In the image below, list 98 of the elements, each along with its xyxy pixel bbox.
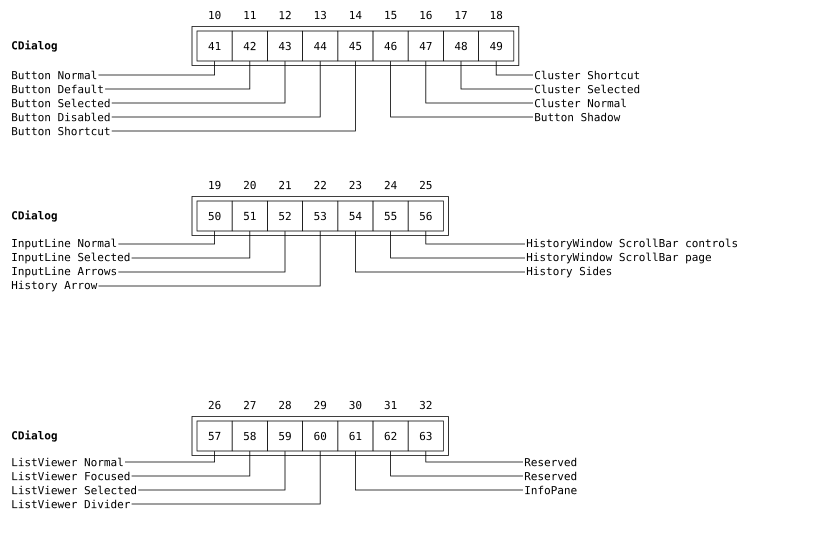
palette-cell: 57 [196, 420, 233, 452]
palette-cell: 62 [372, 420, 409, 452]
description-text: ListViewer Selected [12, 486, 136, 494]
leader-line [425, 450, 524, 462]
group-label: CDialog [12, 40, 57, 52]
cell-strip-frame [192, 196, 449, 236]
palette-cell: 54 [337, 200, 374, 232]
index-number: 18 [490, 10, 502, 20]
index-number: 10 [209, 10, 221, 20]
leader-line [98, 60, 215, 76]
description-text: Reserved [524, 458, 576, 466]
leader-line [496, 60, 534, 76]
description-text: InfoPane [525, 486, 577, 494]
index-number: 26 [208, 400, 221, 410]
palette-cell: 43 [267, 30, 303, 62]
index-number: 19 [209, 180, 220, 190]
leader-line [131, 230, 250, 258]
group-label: CDialog [12, 210, 57, 222]
palette-cell: 63 [408, 420, 444, 452]
leader-line [460, 60, 534, 90]
leader-line [355, 450, 524, 490]
leader-line [390, 60, 534, 118]
index-number: 11 [244, 11, 256, 19]
palette-cell: 60 [302, 420, 338, 452]
index-number: 17 [456, 11, 467, 19]
leader-line [390, 450, 524, 476]
palette-cell: 46 [372, 30, 409, 62]
palette-cell: 51 [232, 200, 268, 232]
leader-line [111, 60, 356, 132]
description-text: InputLine Normal [12, 238, 116, 250]
description-text: Cluster Shortcut [534, 70, 640, 80]
description-text: HistoryWindow ScrollBar controls [526, 238, 738, 250]
palette-cell: 58 [232, 420, 268, 452]
description-text: ListViewer Focused [12, 472, 130, 480]
leader-line [124, 450, 215, 462]
description-text: Button Default [12, 84, 103, 94]
index-number: 27 [244, 400, 256, 410]
leader-line [355, 230, 526, 272]
index-number: 28 [279, 400, 291, 410]
palette-cell: 49 [478, 30, 514, 62]
palette-cell: 45 [337, 30, 374, 62]
description-text: HistoryWindow ScrollBar page [526, 252, 711, 264]
leader-line [425, 230, 526, 244]
palette-cell: 52 [267, 200, 303, 232]
leader-line [131, 450, 321, 504]
palette-cell: 61 [337, 420, 374, 452]
description-text: ListViewer Normal [12, 458, 123, 466]
description-text: InputLine Arrows [12, 266, 116, 278]
leader-line [425, 60, 534, 104]
index-number: 15 [385, 10, 396, 20]
palette-cell: 47 [408, 30, 444, 62]
palette-cell: 56 [408, 200, 444, 232]
leader-line [390, 230, 526, 258]
description-text: Button Normal [12, 70, 96, 80]
description-text: ListViewer Divider [12, 500, 130, 508]
leader-line [138, 450, 286, 490]
index-number: 16 [420, 10, 432, 20]
index-number: 31 [384, 400, 396, 410]
palette-cell: 48 [443, 30, 479, 62]
leader-line [111, 60, 286, 104]
palette-cell: 53 [302, 200, 338, 232]
description-text: Button Disabled [12, 112, 110, 122]
index-number: 12 [280, 10, 291, 20]
description-text: Cluster Normal [534, 98, 626, 108]
index-number: 20 [244, 180, 256, 190]
group-label: CDialog [12, 430, 57, 442]
description-text: Button Shadow [535, 112, 620, 122]
index-number: 24 [384, 180, 397, 190]
index-number: 29 [314, 400, 326, 410]
cell-strip-frame [192, 416, 449, 456]
leader-line [98, 230, 321, 286]
index-number: 30 [350, 400, 362, 410]
index-number: 23 [350, 180, 362, 190]
leader-line [104, 60, 250, 90]
description-text: Button Selected [12, 98, 110, 108]
description-text: Cluster Selected [534, 84, 640, 94]
index-number: 22 [314, 180, 326, 190]
leader-line [118, 230, 215, 244]
palette-cell: 42 [232, 30, 268, 62]
description-text: History Sides [526, 266, 612, 278]
palette-cell: 44 [302, 30, 338, 62]
palette-cell: 59 [267, 420, 303, 452]
index-number: 21 [279, 180, 291, 190]
index-number: 32 [420, 400, 432, 410]
leader-line [131, 450, 250, 476]
index-number: 13 [314, 10, 326, 20]
description-text: Button Shortcut [12, 126, 110, 136]
leader-line [111, 60, 321, 118]
index-number: 14 [350, 11, 362, 19]
index-number: 25 [420, 180, 432, 190]
cell-strip-frame [192, 26, 520, 66]
description-text: InputLine Selected [12, 252, 130, 264]
description-text: History Arrow [12, 280, 98, 292]
description-text: Reserved [524, 472, 576, 480]
palette-cell: 55 [372, 200, 409, 232]
palette-cell: 41 [196, 30, 233, 62]
palette-cell: 50 [196, 200, 233, 232]
leader-line [118, 230, 286, 272]
